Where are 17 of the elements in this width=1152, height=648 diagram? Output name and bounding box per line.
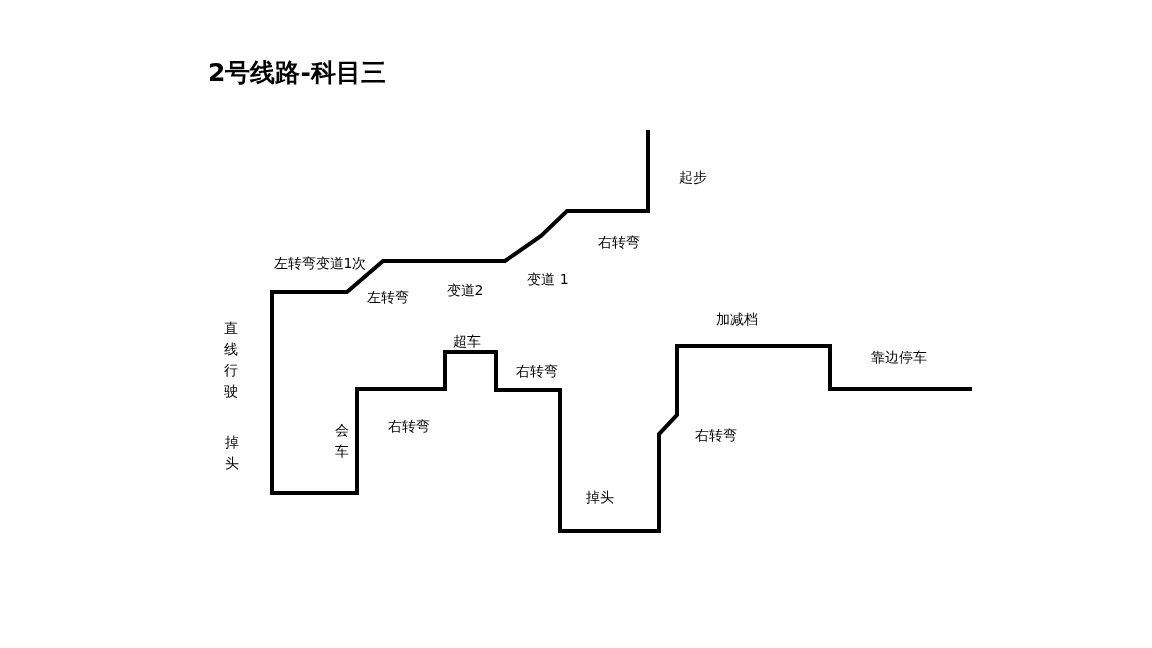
route-label: 会车 — [335, 421, 349, 461]
route-label: 左转弯变道1次 — [273, 255, 367, 273]
route-label: 变道 1 — [527, 271, 569, 289]
route-label: 超车 — [453, 333, 481, 351]
route-label: 右转弯 — [388, 418, 430, 436]
route-label: 加减档 — [716, 311, 758, 329]
title: 2号线路-科目三 — [208, 57, 386, 89]
route-label: 起步 — [679, 169, 707, 187]
route-label: 右转弯 — [598, 234, 640, 252]
route-label: 掉头 — [225, 433, 239, 473]
route-label: 右转弯 — [516, 363, 558, 381]
route-label: 掉头 — [586, 489, 614, 507]
route-label: 靠边停车 — [871, 349, 927, 367]
route-label: 变道2 — [446, 282, 484, 300]
route-label: 右转弯 — [695, 427, 737, 445]
route-label: 直线行驶 — [224, 319, 238, 401]
route-label: 左转弯 — [367, 289, 409, 307]
